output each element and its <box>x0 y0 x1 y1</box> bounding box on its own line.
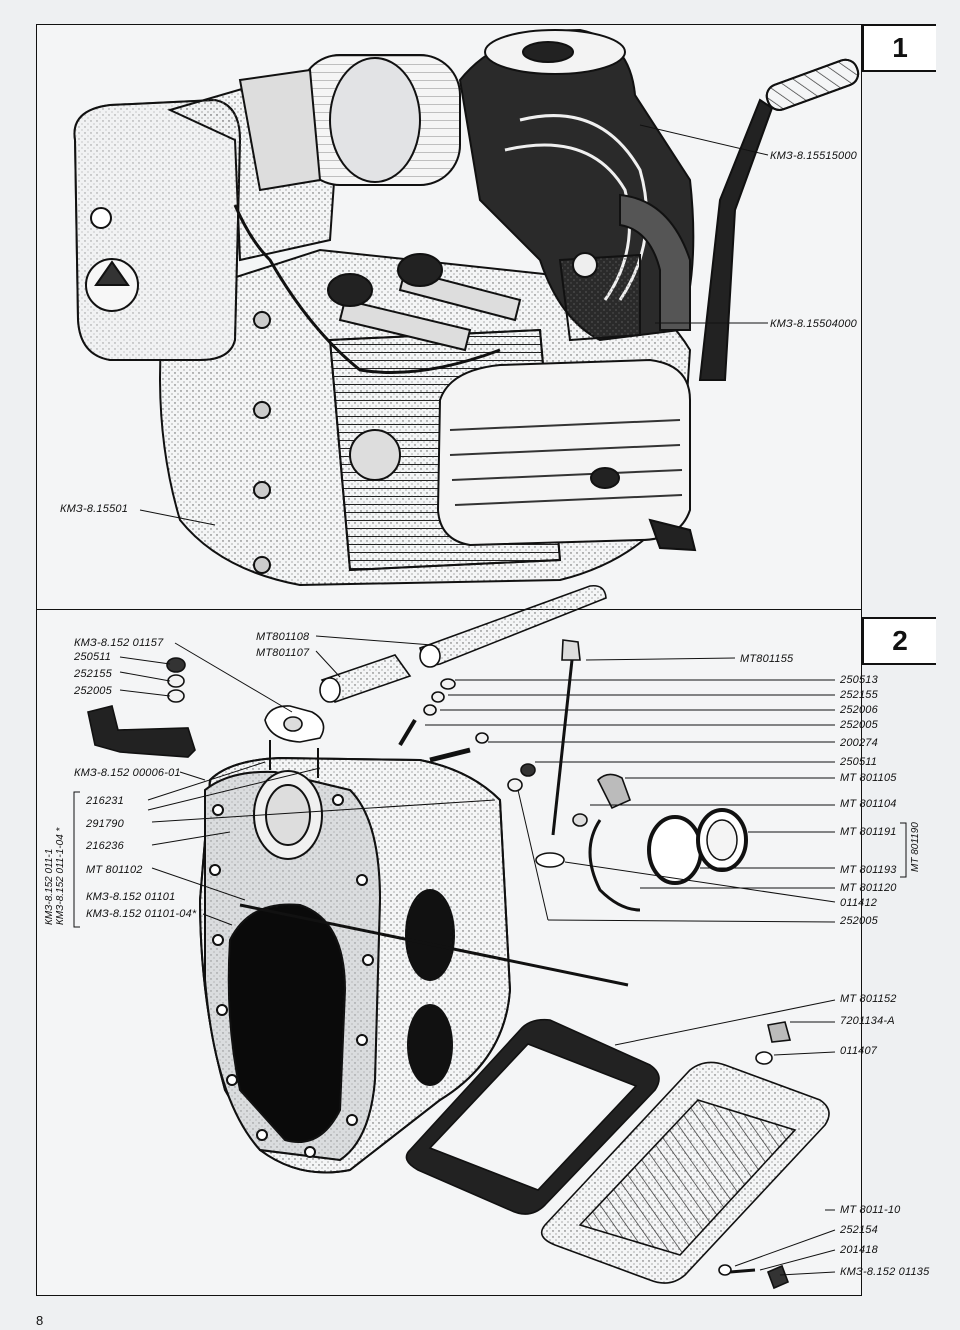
label-part: МТ 8011-10 <box>840 1204 901 1216</box>
label-part: МТ 801191 <box>840 826 897 838</box>
label-part: МТ801108 <box>256 631 310 643</box>
label-part: 011407 <box>840 1045 878 1057</box>
label-part: МТ801155 <box>740 653 794 665</box>
label-part: 250513 <box>840 674 878 686</box>
label-part: КМЗ-8.152 01101-04* <box>86 908 197 920</box>
label-part: КМЗ-8.152 01135 <box>840 1266 930 1278</box>
label-part: КМЗ-8.152 01101 <box>86 891 176 903</box>
label-part: 201418 <box>840 1244 878 1256</box>
panel-divider <box>36 609 862 610</box>
label-part: МТ 801102 <box>86 864 143 876</box>
label-part: 7201134-А <box>840 1015 895 1027</box>
page-number: 8 <box>36 1313 44 1328</box>
label-part: МТ 801104 <box>840 798 897 810</box>
label-part: КМЗ-8.152 01157 <box>74 637 164 649</box>
label-part: 011412 <box>840 897 878 909</box>
label-part: 252005 <box>74 685 112 697</box>
crankcase-drawing <box>198 740 629 1174</box>
bracket-label-left: КМЗ-8.152 011-1 КМЗ-8.152 011-1-04 * <box>44 828 66 925</box>
panel-1-leader-lines <box>139 124 769 526</box>
label-part: 250511 <box>74 651 112 663</box>
label-part: МТ 801105 <box>840 772 897 784</box>
bracket-label-line: КМЗ-8.152 011-1 <box>44 848 55 925</box>
label-part: 216236 <box>86 840 124 852</box>
label-air-shroud: КМЗ-8.15515000 <box>770 150 857 162</box>
label-part: 252155 <box>840 689 878 701</box>
label-crankcase-unit: КМЗ-8.15501 <box>60 503 129 515</box>
panel-1-number: 1 <box>862 24 936 72</box>
label-part: 252155 <box>74 668 112 680</box>
bracket-label-line: КМЗ-8.152 011-1-04 * <box>55 827 66 925</box>
bracket-label-right: МТ 801190 <box>910 822 921 872</box>
label-part: 216231 <box>86 795 124 807</box>
label-part: 250511 <box>840 756 878 768</box>
exploded-small-parts <box>87 584 830 1290</box>
label-part: 252005 <box>840 719 878 731</box>
label-part: 200274 <box>840 737 878 749</box>
label-part: 291790 <box>86 818 124 830</box>
label-part: МТ 801193 <box>840 864 897 876</box>
label-part: 252006 <box>840 704 878 716</box>
label-part: 252154 <box>840 1224 878 1236</box>
engine-assembly-drawing <box>73 28 860 587</box>
label-part: МТ801107 <box>256 647 310 659</box>
panel-2-leader-lines <box>73 635 907 1276</box>
label-part: МТ 801152 <box>840 993 897 1005</box>
label-part: КМЗ-8.152 00006-01 <box>74 767 181 779</box>
label-part: МТ 801120 <box>840 882 897 894</box>
label-part: 252005 <box>840 915 878 927</box>
label-carburetor-assembly: КМЗ-8.15504000 <box>770 318 857 330</box>
panel-2-number: 2 <box>862 617 936 665</box>
